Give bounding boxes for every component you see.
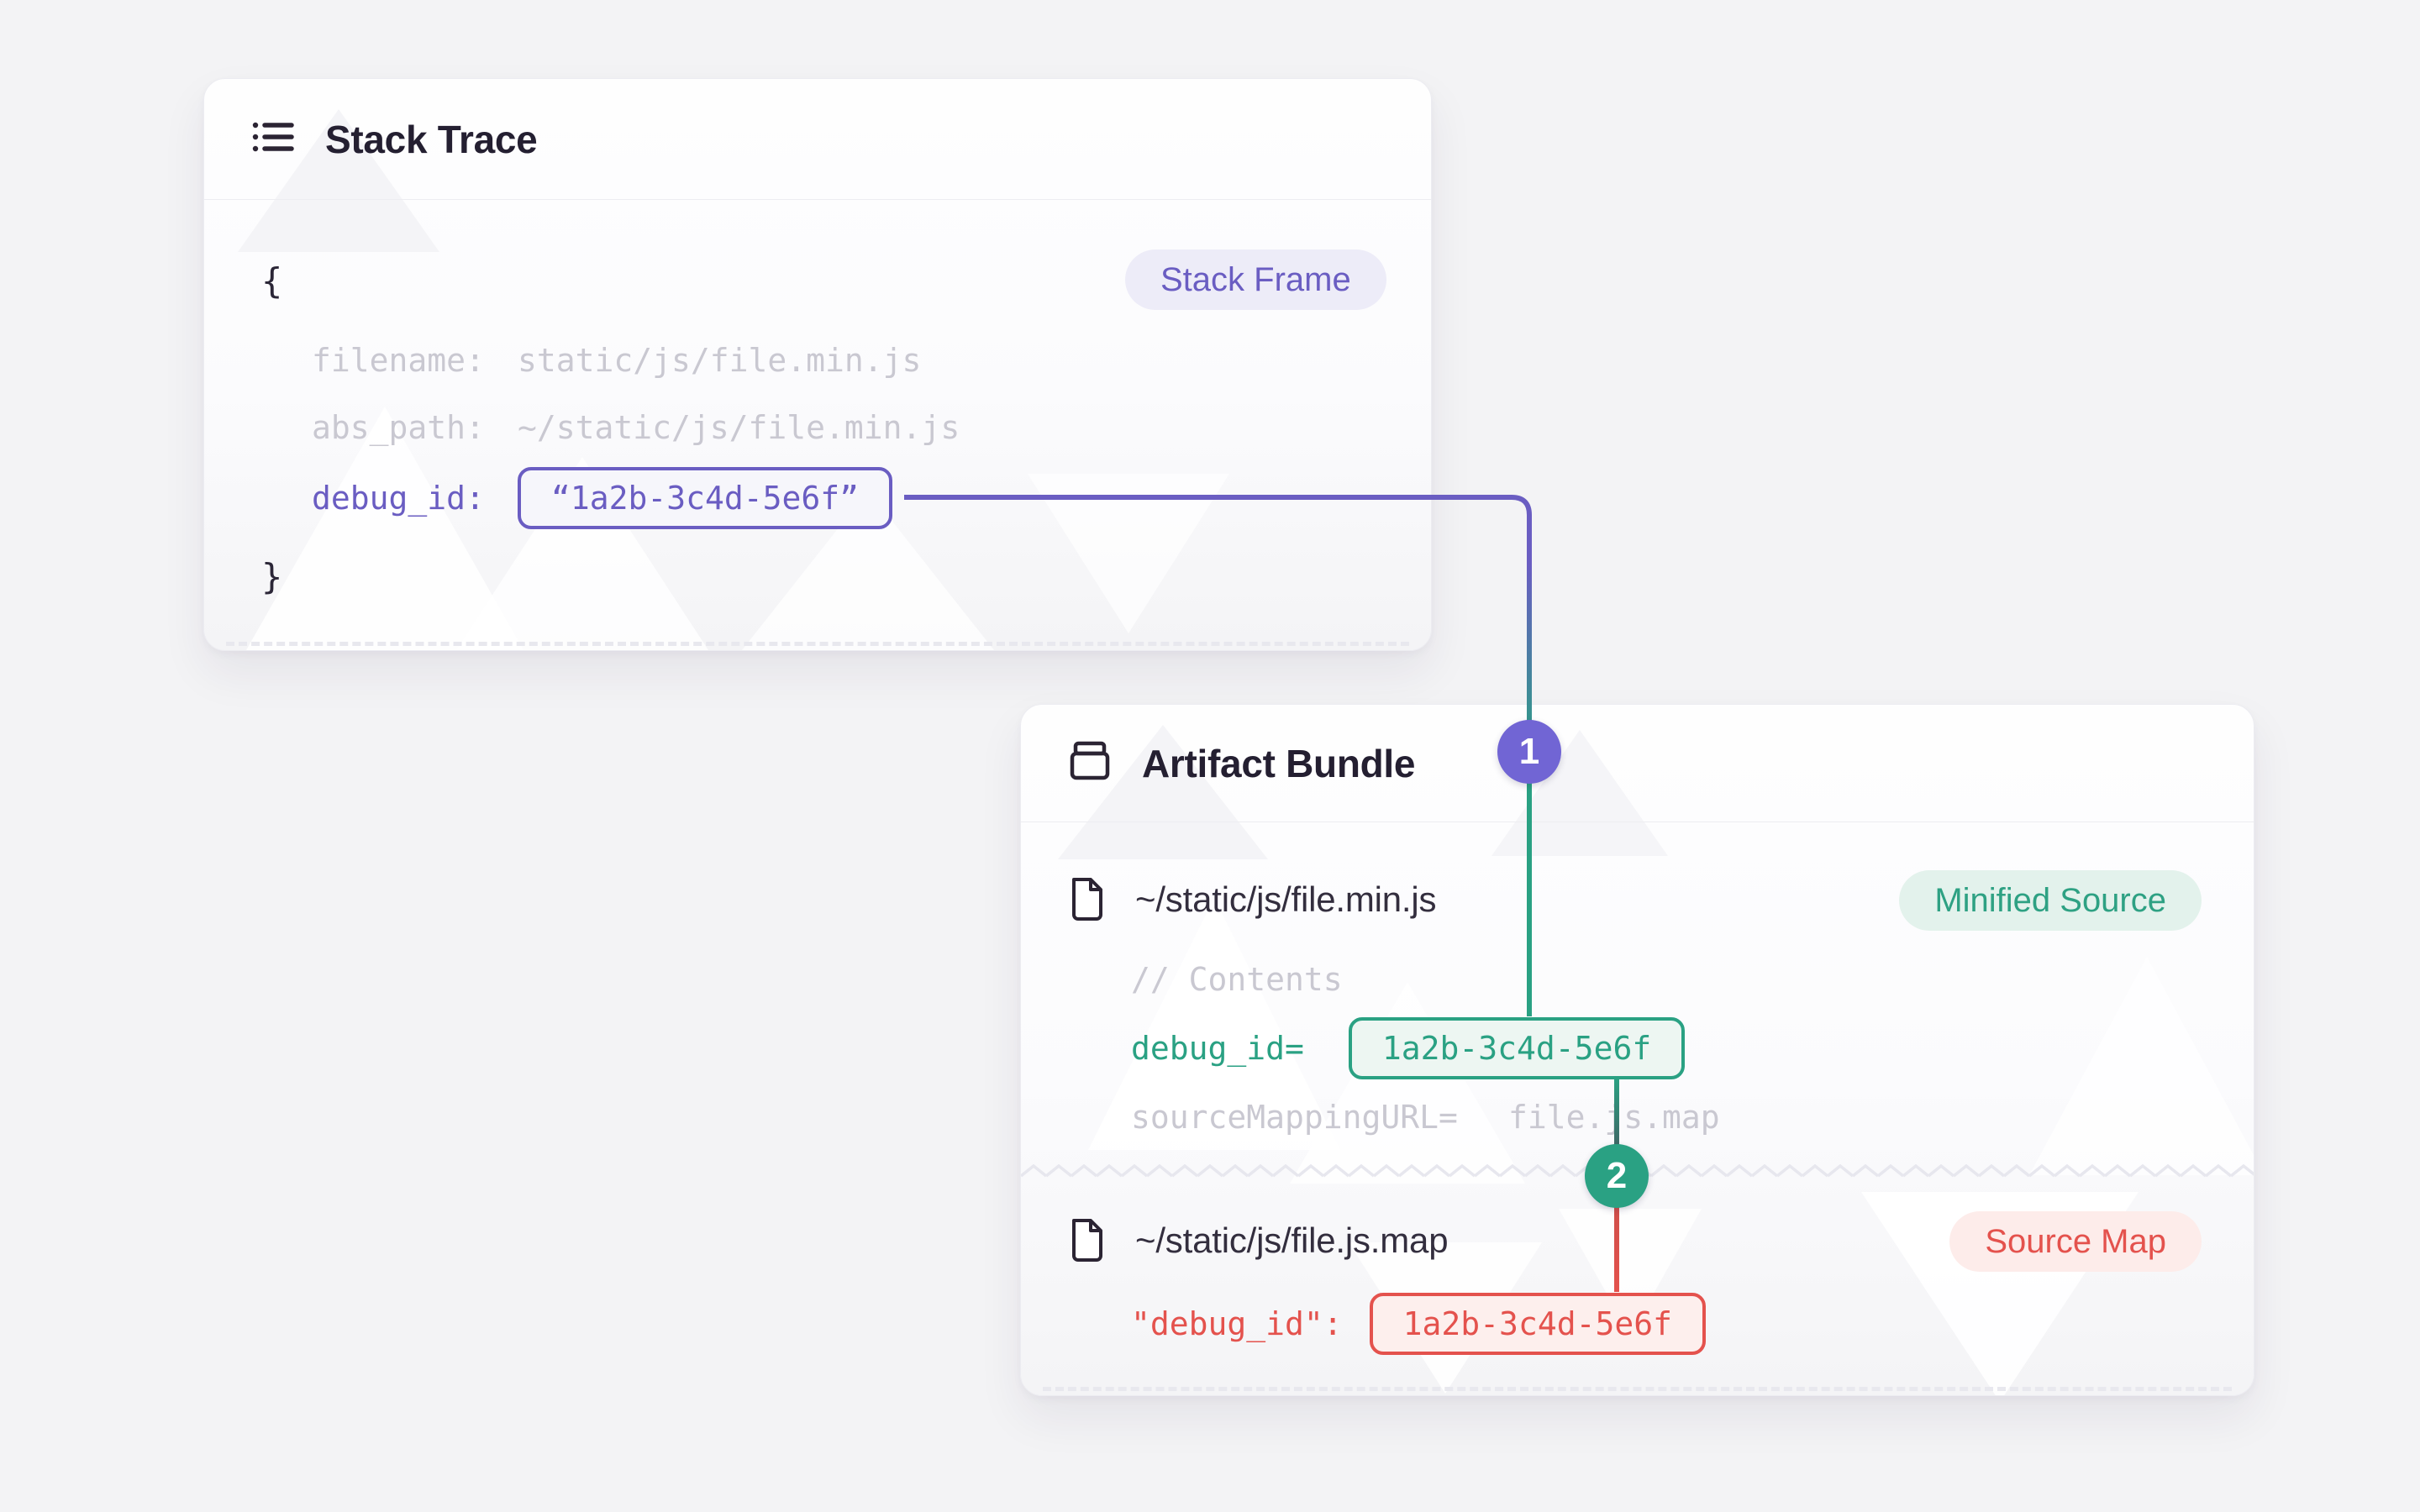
step-2-marker: 2 — [1585, 1144, 1649, 1208]
contents-comment: // Contents — [1131, 961, 1343, 998]
file-icon — [1068, 875, 1107, 925]
source-mapping-line: sourceMappingURL= file.js.map — [1131, 1099, 1720, 1136]
artifact-bundle-header: Artifact Bundle — [1021, 705, 2254, 822]
map-debug-id-label: "debug_id": — [1131, 1305, 1343, 1342]
minified-source-badge: Minified Source — [1899, 870, 2202, 931]
mountain-decoration — [2029, 957, 2254, 1175]
debug-id-label: debug_id: — [312, 480, 485, 517]
brace-close: } — [261, 556, 283, 597]
source-map-badge: Source Map — [1949, 1211, 2202, 1272]
map-debug-id-box: 1a2b-3c4d-5e6f — [1369, 1293, 1706, 1355]
abs-path-label: abs_path: — [312, 409, 485, 446]
mountain-decoration — [1028, 474, 1229, 633]
list-icon — [250, 113, 297, 165]
filename-line: filename: static/js/file.min.js — [312, 342, 921, 379]
stack-frame-badge: Stack Frame — [1125, 249, 1386, 310]
archive-box-icon — [1066, 738, 1113, 789]
filename-value: static/js/file.min.js — [518, 342, 922, 379]
stack-debug-id-box: “1a2b-3c4d-5e6f” — [518, 467, 893, 529]
step-1-marker: 1 — [1497, 720, 1561, 784]
map-debug-id-line: "debug_id": 1a2b-3c4d-5e6f — [1131, 1293, 1706, 1355]
stack-trace-card: Stack Trace Stack Frame { filename: stat… — [203, 78, 1432, 651]
source-map-file-path: ~/static/js/file.js.map — [1135, 1221, 1449, 1260]
stack-trace-title: Stack Trace — [325, 117, 538, 161]
minified-file-path: ~/static/js/file.min.js — [1135, 879, 1437, 919]
source-map-row: ~/static/js/file.js.map — [1068, 1210, 1449, 1271]
bundle-debug-id-box: 1a2b-3c4d-5e6f — [1348, 1017, 1686, 1079]
brace-open: { — [261, 260, 283, 302]
bundle-debug-id-label: debug_id= — [1131, 1030, 1304, 1067]
artifact-bundle-card: Artifact Bundle ~/static/js/file.min.js … — [1020, 704, 2254, 1396]
filename-label: filename: — [312, 342, 485, 379]
contents-comment-line: // Contents — [1131, 961, 1343, 998]
file-icon — [1068, 1216, 1107, 1266]
debug-id-line: debug_id: “1a2b-3c4d-5e6f” — [312, 467, 893, 529]
source-mapping-label: sourceMappingURL= — [1131, 1099, 1458, 1136]
source-mapping-value: file.js.map — [1507, 1099, 1720, 1136]
abs-path-value: ~/static/js/file.min.js — [518, 409, 960, 446]
stack-trace-header: Stack Trace — [204, 79, 1431, 200]
minified-source-row: ~/static/js/file.min.js — [1068, 869, 1437, 930]
abs-path-line: abs_path: ~/static/js/file.min.js — [312, 409, 960, 446]
bundle-debug-id-line: debug_id= 1a2b-3c4d-5e6f — [1131, 1017, 1686, 1079]
mountain-decoration — [1290, 982, 1525, 1184]
artifact-bundle-title: Artifact Bundle — [1142, 741, 1416, 785]
